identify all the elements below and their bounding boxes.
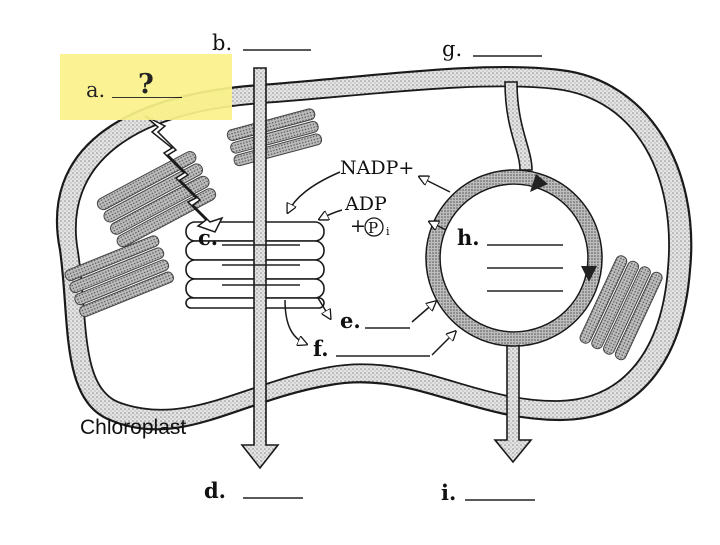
pi-subscript: i <box>386 225 390 238</box>
label-a: a. <box>86 78 106 102</box>
pi-plus: + <box>350 215 366 237</box>
reaction-arrows <box>284 171 455 356</box>
calvin-cycle-ring <box>425 169 603 347</box>
answer-blank-a <box>112 97 182 98</box>
answer-a: ? <box>138 69 154 100</box>
light-reaction-flow-arrow <box>240 67 280 470</box>
label-e: e. <box>340 308 361 333</box>
label-d: d. <box>204 478 226 503</box>
label-b: b. <box>212 31 232 55</box>
calvin-flow-arrow <box>493 81 533 464</box>
label-g: g. <box>442 37 462 61</box>
pi-symbol: P <box>368 219 378 237</box>
highlight-box-a: a. ? <box>60 54 232 120</box>
adp-label: ADP <box>344 193 387 215</box>
label-c: c. <box>198 225 218 250</box>
label-f: f. <box>313 336 329 361</box>
chloroplast-label: Chloroplast <box>80 416 186 439</box>
nadp-label: NADP+ <box>340 157 414 179</box>
phosphate-circle <box>364 217 384 237</box>
answer-blanks <box>222 49 563 501</box>
label-i: i. <box>441 480 456 505</box>
lightning-bolt-icon <box>144 115 224 233</box>
label-h: h. <box>457 225 480 250</box>
